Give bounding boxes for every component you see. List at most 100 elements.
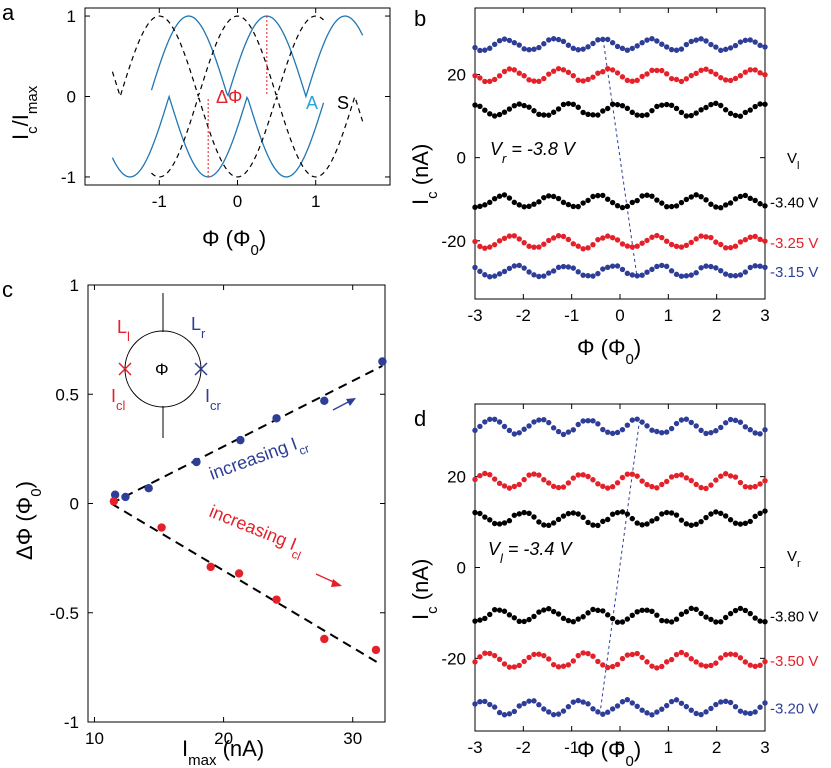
- panel-b-data-point: [477, 268, 483, 274]
- panel-b-data-point: [698, 233, 704, 239]
- panel-d-data-point: [649, 712, 655, 718]
- panel-d-data-point: [560, 431, 567, 438]
- panel-b-data-point: [560, 38, 567, 45]
- panel-d-data-point: [693, 423, 699, 429]
- panel-d-xlabel: Φ (Φ0): [577, 737, 641, 768]
- panel-b-data-point: [580, 46, 586, 52]
- panel-d-xtick-label: -3: [467, 738, 482, 757]
- delta-phi-annotation: ΔΦ: [216, 87, 242, 107]
- panel-b-data-point: [501, 36, 508, 42]
- panel-b-data-point: [619, 45, 626, 52]
- panel-b-data-point: [654, 103, 660, 110]
- panel-d-data-point: [659, 511, 665, 517]
- panel-b-data-point: [732, 42, 739, 49]
- panel-b-data-point: [550, 36, 557, 42]
- panel-b-data-point: [752, 103, 758, 110]
- panel-b-data-point: [487, 111, 493, 117]
- panel-b-data-point: [663, 71, 670, 77]
- panel-d-data-point: [663, 702, 670, 709]
- panel-b-data-point: [560, 233, 567, 240]
- panel-b-data-point: [693, 236, 699, 242]
- panel-d-data-point: [496, 419, 503, 425]
- panel-d-data-point: [683, 703, 690, 710]
- panel-d-data-point: [560, 513, 567, 519]
- panel-d-data-point: [737, 479, 744, 486]
- panel-b-data-point: [511, 67, 518, 73]
- panel-b-data-point: [590, 241, 596, 248]
- panel-d-data-point: [722, 420, 729, 426]
- panel-b-data-point: [727, 200, 734, 206]
- panel-d-data-point: [688, 605, 694, 612]
- panel-b-data-point: [526, 243, 532, 249]
- panel-d-data-point: [659, 706, 665, 712]
- inset-Ll-label: Ll: [117, 317, 130, 344]
- panel-c-data-point: [110, 490, 120, 499]
- panel-d-data-point: [501, 608, 508, 614]
- panel-d-data-point: [703, 485, 709, 492]
- panel-b-data-point: [678, 244, 685, 250]
- panel-b-data-point: [496, 271, 503, 277]
- panel-d-data-point: [742, 483, 749, 490]
- panel-d-data-point: [693, 481, 699, 488]
- panel-c-fit-line: [110, 364, 383, 505]
- panel-d-data-point: [541, 652, 547, 659]
- panel-d-data-point: [609, 615, 616, 622]
- panel-b-data-point: [482, 47, 488, 53]
- panel-b-data-point: [747, 264, 753, 271]
- panel-b-data-point: [595, 112, 601, 118]
- panel-d-data-point: [560, 708, 567, 714]
- panel-b-data-point: [649, 67, 655, 74]
- panel-d-data-point: [580, 514, 586, 521]
- panel-d-data-point: [477, 423, 483, 430]
- panel-b-data-point: [605, 196, 611, 202]
- panel-d-guide-dashed: [600, 422, 640, 709]
- panel-a-ylabel: Ic/Imax: [8, 85, 41, 140]
- panel-b-data-point: [673, 47, 680, 53]
- panel-d-data-point: [718, 655, 724, 661]
- panel-b-data-point: [727, 45, 734, 51]
- panel-d-data-point: [624, 616, 631, 622]
- panel-d-data-point: [693, 710, 699, 717]
- panel-d-data-point: [546, 480, 552, 486]
- panel-d-data-point: [619, 509, 626, 515]
- panel-b-xtick-label: -2: [516, 306, 531, 325]
- panel-c-xtick-label: 10: [85, 729, 104, 748]
- panel-b-data-point: [698, 193, 704, 200]
- panel-b-data-point: [506, 233, 513, 239]
- panel-b-data-point: [693, 70, 699, 76]
- panel-d-data-point: [673, 616, 680, 622]
- panel-b-data-point: [713, 265, 719, 271]
- panel-d-data-point: [595, 658, 601, 665]
- panel-b-data-point: [555, 264, 562, 271]
- panel-b-data-point: [688, 38, 694, 45]
- panel-d-data-point: [501, 712, 508, 718]
- panel-d-data-point: [516, 662, 522, 669]
- panel-d-data-point: [501, 520, 508, 526]
- panel-b-data-point: [585, 111, 591, 118]
- panel-b-data-point: [673, 271, 680, 278]
- panel-b-data-point: [605, 36, 611, 43]
- panel-b-data-point: [482, 107, 488, 113]
- panel-d-data-point: [634, 416, 640, 422]
- panel-b-data-point: [546, 37, 552, 43]
- panel-d-data-point: [713, 477, 719, 483]
- panel-b-data-point: [614, 202, 621, 209]
- panel-b-data-point: [732, 196, 739, 202]
- panel-d-data-point: [732, 520, 739, 526]
- panel-b-data-point: [659, 200, 665, 206]
- panel-b-data-point: [506, 195, 513, 201]
- panel-b-data-point: [678, 46, 685, 52]
- panel-d-data-point: [501, 483, 508, 489]
- panel-d-data-point: [732, 704, 739, 710]
- panel-b-data-point: [600, 192, 606, 199]
- panel-b-data-point: [609, 101, 616, 107]
- panel-b-data-point: [595, 270, 601, 277]
- panel-b-data-point: [619, 266, 626, 273]
- panel-b-data-point: [487, 45, 493, 51]
- panel-b-data-point: [501, 68, 508, 75]
- panel-b-data-point: [580, 246, 586, 252]
- panel-d-data-point: [747, 427, 753, 433]
- panel-d-data-point: [472, 427, 478, 434]
